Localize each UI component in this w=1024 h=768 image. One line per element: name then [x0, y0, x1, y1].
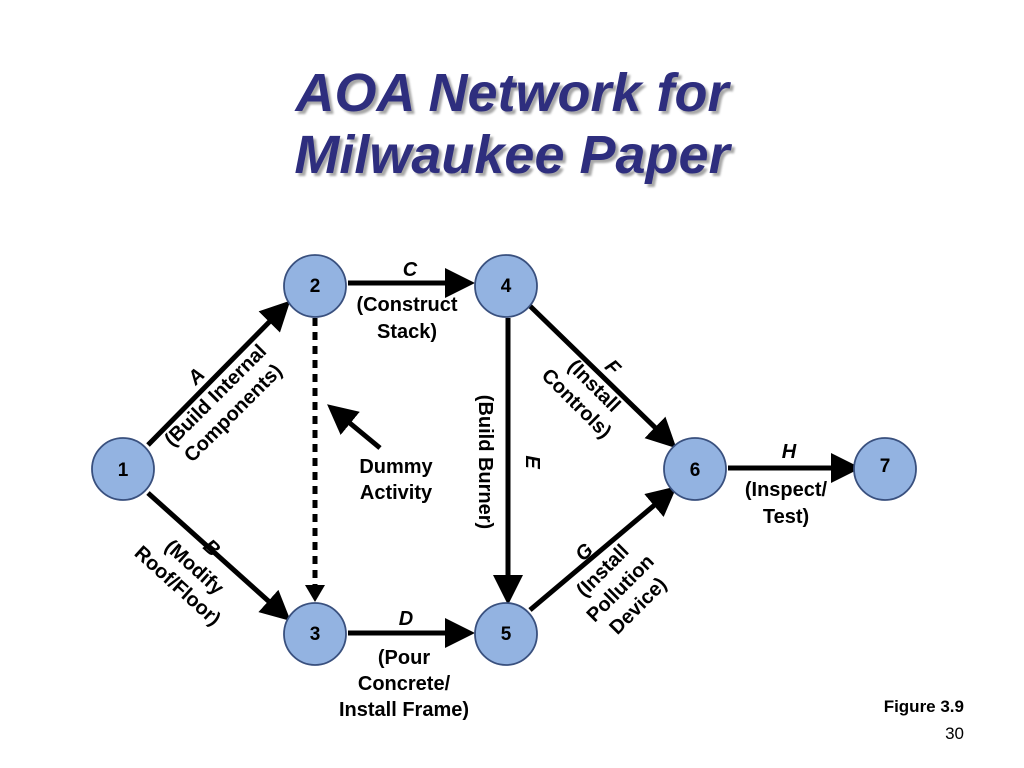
- node-1-label: 1: [118, 460, 129, 481]
- arrow-f: [528, 304, 677, 449]
- arrow-g: [528, 486, 677, 612]
- arrow-a: [146, 300, 291, 447]
- title-line-1: AOA Network for: [295, 63, 729, 123]
- node-5-label: 5: [501, 624, 512, 645]
- node-1: 1: [91, 437, 155, 501]
- node-4: 4: [474, 254, 538, 318]
- activity-h-letter: H: [782, 441, 797, 463]
- dummy-label-2: Activity: [360, 482, 433, 504]
- node-3-label: 3: [310, 624, 321, 645]
- activity-g-letter: G: [571, 539, 598, 566]
- activity-d-desc-1: (Pour: [378, 647, 430, 669]
- activity-h-desc-1: (Inspect/: [745, 479, 828, 501]
- activity-c-desc-2: Stack): [377, 321, 437, 343]
- activity-c-desc-1: (Construct: [356, 294, 457, 316]
- node-2-label: 2: [310, 276, 321, 297]
- title-line-2: Milwaukee Paper: [294, 125, 730, 185]
- activity-a-labels: A (Build Internal Components): [160, 340, 286, 466]
- node-5: 5: [474, 602, 538, 666]
- activity-d-letter: D: [399, 608, 413, 630]
- activity-b-labels: B (Modify Roof/Floor): [130, 535, 229, 630]
- slide-title: AOA Network for Milwaukee Paper: [0, 62, 1024, 186]
- node-6-label: 6: [690, 460, 701, 481]
- node-7: 7: [853, 437, 917, 501]
- page-number: 30: [945, 724, 964, 743]
- dummy-label-1: Dummy: [359, 456, 433, 478]
- activity-e-labels: E (Build Burner): [474, 395, 543, 529]
- arrow-dummy-pointer: [327, 404, 382, 450]
- arrow-b: [146, 491, 291, 622]
- activity-c-letter: C: [403, 259, 418, 281]
- node-4-label: 4: [501, 276, 512, 297]
- node-3: 3: [283, 602, 347, 666]
- figure-label: Figure 3.9: [883, 697, 964, 716]
- activity-e-letter: E: [521, 455, 543, 469]
- activity-f-labels: F (Install Controls): [537, 356, 625, 443]
- activity-d-desc-2: Concrete/: [358, 673, 451, 695]
- activity-d-desc-3: Install Frame): [339, 699, 469, 721]
- activity-e-desc-1: (Build Burner): [474, 395, 496, 529]
- arrow-dummy-head: [305, 585, 325, 602]
- node-2: 2: [283, 254, 347, 318]
- node-6: 6: [663, 437, 727, 501]
- activity-h-desc-2: Test): [763, 506, 809, 528]
- node-7-label: 7: [880, 456, 891, 477]
